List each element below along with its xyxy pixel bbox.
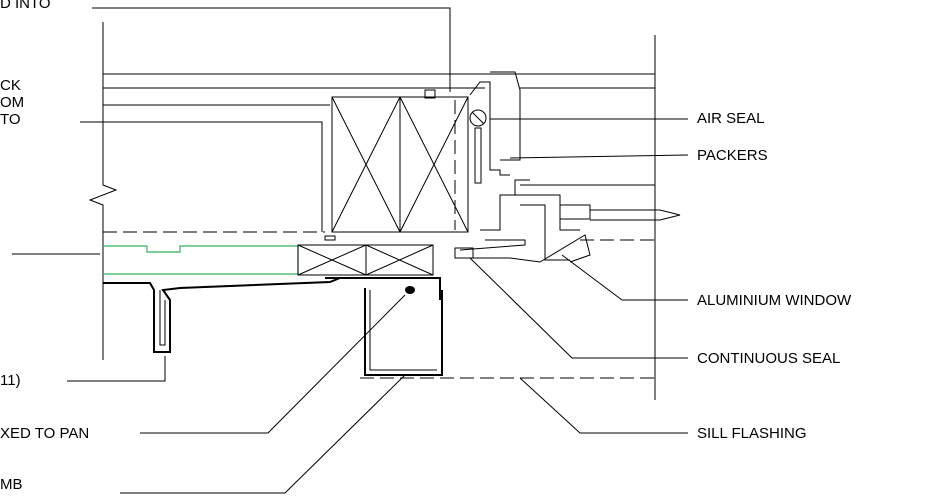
sill-pan	[103, 235, 441, 353]
top-horizontal-lines	[103, 73, 655, 186]
label-left-2: OM	[0, 94, 25, 111]
label-left-5: XED TO PAN	[0, 425, 90, 442]
label-left-4: 11)	[0, 372, 21, 389]
label-continuous-seal: CONTINUOUS SEAL	[697, 350, 841, 367]
label-left-3: TO	[0, 111, 21, 128]
label-aluminium-window: ALUMINIUM WINDOW	[697, 292, 852, 309]
crossed-block-top	[331, 89, 469, 233]
label-left-1: CK	[0, 77, 21, 94]
window-frame	[454, 71, 681, 263]
green-sill-member	[103, 245, 299, 275]
label-packers: PACKERS	[697, 147, 768, 164]
leader-lines	[12, 7, 689, 494]
label-air-seal: AIR SEAL	[697, 110, 765, 127]
label-sill-flashing: SILL FLASHING	[697, 425, 807, 442]
crossed-block-bottom	[297, 244, 434, 276]
wall-left	[88, 22, 118, 360]
dashed-lines	[103, 100, 655, 379]
label-left-6: MB	[0, 476, 23, 493]
label-top: D INTO	[0, 0, 51, 12]
sill-channel-box	[325, 277, 443, 376]
